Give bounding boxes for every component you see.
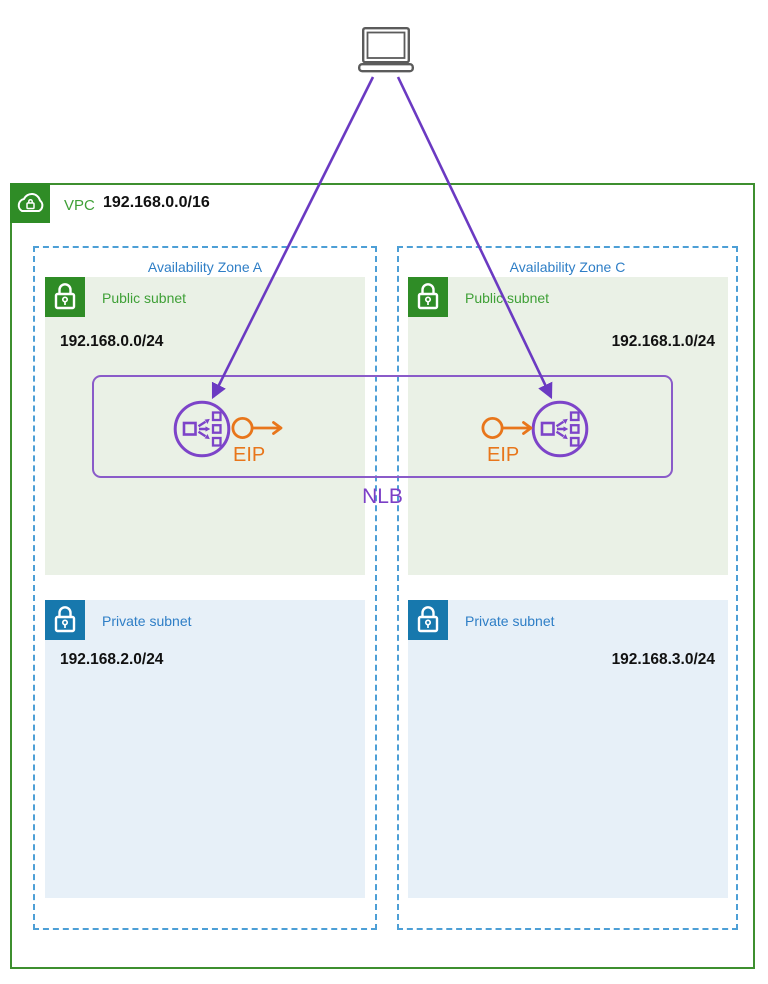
availability-zone-a-label: Availability Zone A xyxy=(147,259,263,275)
private-subnet-a-label: Private subnet xyxy=(102,613,192,629)
vpc-label: VPC xyxy=(64,197,95,214)
private-subnet-a-cidr: 192.168.2.0/24 xyxy=(60,651,164,668)
load-balancer-node-a-icon xyxy=(173,400,231,458)
private-subnet-lock-icon xyxy=(45,600,85,640)
public-subnet-a-cidr: 192.168.0.0/24 xyxy=(60,333,164,350)
eip-c-label: EIP xyxy=(487,444,520,466)
laptop-icon xyxy=(358,27,414,73)
vpc-container xyxy=(10,183,755,969)
private-subnet-c: Private subnet 192.168.3.0/24 xyxy=(408,600,728,898)
availability-zone-c-label: Availability Zone C xyxy=(509,259,626,275)
private-subnet-lock-icon xyxy=(408,600,448,640)
private-subnet-c-cidr: 192.168.3.0/24 xyxy=(611,651,715,668)
vpc-cloud-lock-icon xyxy=(10,183,50,223)
public-subnet-lock-icon xyxy=(408,277,448,317)
vpc-cidr: 192.168.0.0/16 xyxy=(103,194,210,211)
eip-c-icon xyxy=(481,416,533,440)
private-subnet-a: Private subnet 192.168.2.0/24 xyxy=(45,600,365,898)
private-subnet-c-label: Private subnet xyxy=(465,613,555,629)
eip-a-icon xyxy=(231,416,283,440)
load-balancer-node-c-icon xyxy=(531,400,589,458)
nlb-box xyxy=(92,375,673,478)
public-subnet-c-label: Public subnet xyxy=(465,290,550,306)
eip-a-label: EIP xyxy=(233,444,266,466)
nlb-label: NLB xyxy=(362,485,403,508)
public-subnet-lock-icon xyxy=(45,277,85,317)
public-subnet-a-label: Public subnet xyxy=(102,290,187,306)
public-subnet-c-cidr: 192.168.1.0/24 xyxy=(611,333,715,350)
